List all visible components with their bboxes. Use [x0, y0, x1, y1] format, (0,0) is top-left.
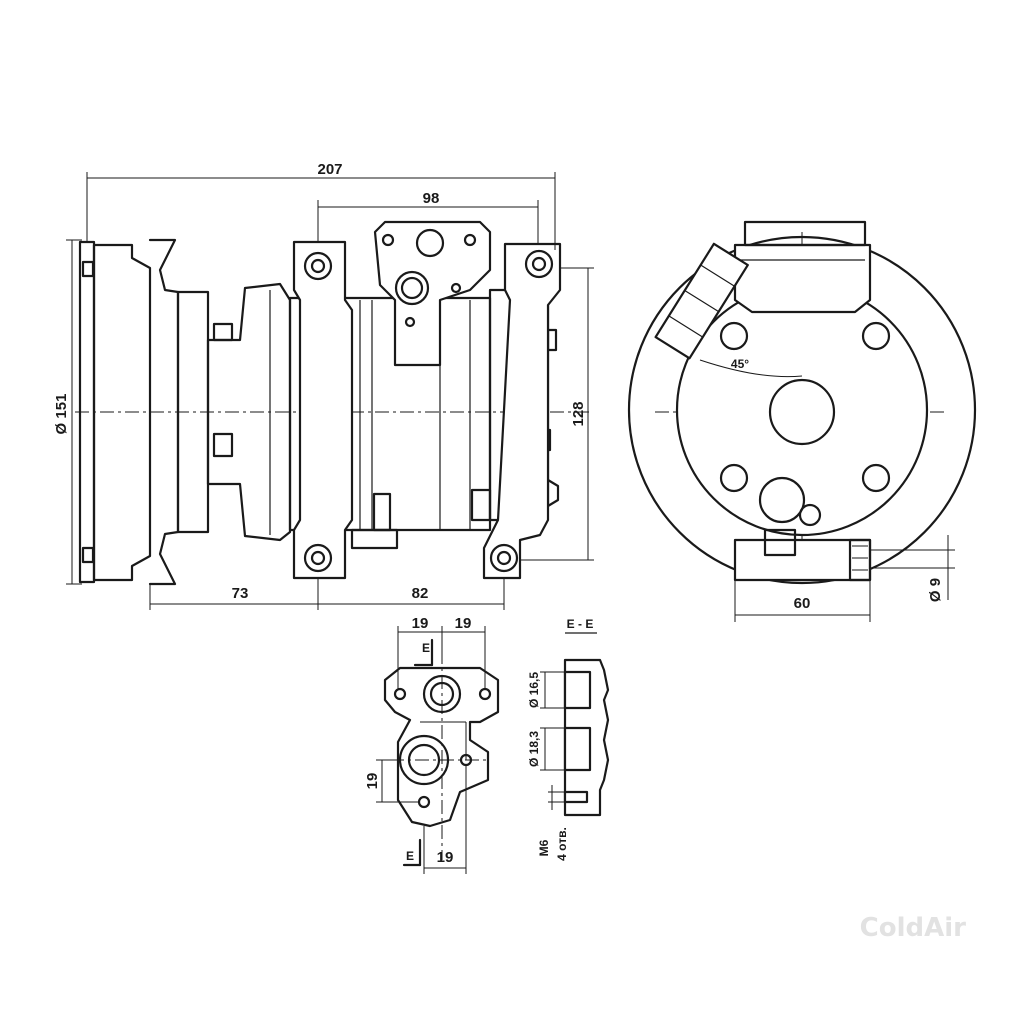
side-view: 207 98 Ø 151 128 73 82 — [53, 161, 594, 610]
bottom-bracket-hole — [848, 538, 872, 582]
dim-overall-length: 207 — [317, 161, 342, 178]
top-fitting-cap — [743, 220, 867, 247]
section-port-lower — [563, 726, 592, 772]
dim-port-lower: Ø 18,3 — [527, 731, 541, 767]
end-bolt-hole-2 — [861, 321, 891, 351]
dim-bracket-base: 82 — [412, 585, 429, 602]
front-lug-mid — [212, 432, 234, 458]
angle-arc — [699, 359, 803, 378]
dim-bottom: 19 — [437, 849, 454, 866]
dim-side: 19 — [364, 773, 381, 790]
rear-bracket — [482, 242, 562, 580]
dim-pulley-diameter: Ø 151 — [53, 394, 70, 435]
section-view: E - E Ø 16,5 Ø 18,3 M6 4 отв. — [527, 617, 610, 861]
dim-holes: 4 отв. — [555, 827, 569, 861]
front-bracket-hole-bottom — [303, 543, 333, 573]
section-mark-top: E — [422, 641, 430, 655]
section-mark-bottom: E — [406, 849, 414, 863]
front-bracket-hole-bottom-inner — [310, 550, 326, 566]
flange-port-main-inner — [400, 276, 424, 300]
section-thread — [563, 790, 589, 804]
front-bracket-hole-top — [303, 251, 333, 281]
dim-hole-diameter: Ø 9 — [927, 578, 944, 602]
bottom-boss — [350, 528, 399, 550]
dim-pulley-offset: 73 — [232, 585, 249, 602]
bottom-bracket-nut — [763, 528, 797, 557]
flange-bolt-small — [450, 282, 462, 294]
rear-tab — [470, 488, 492, 522]
top-fitting-block — [733, 243, 872, 314]
front-bracket — [292, 240, 354, 580]
rear-lug-top — [546, 328, 558, 352]
flange-detail: E E 19 19 19 19 — [364, 615, 500, 874]
flange-outline — [383, 666, 500, 828]
rear-bracket-hole-top — [524, 249, 554, 279]
rear-bracket-hole-bottom — [489, 543, 519, 573]
pulley-clip-bottom — [81, 546, 95, 564]
angled-fitting — [654, 242, 749, 360]
rear-lug-bottom — [546, 478, 560, 508]
lower-fitting-side — [798, 503, 822, 527]
section-body — [563, 658, 610, 817]
rear-bracket-hole-bottom-inner — [496, 550, 512, 566]
fitting-flange — [373, 220, 492, 367]
end-view: 45° 60 Ø 9 — [627, 220, 977, 622]
brand-watermark: ColdAir — [860, 913, 967, 943]
dim-angle: 45° — [731, 357, 749, 371]
front-bracket-hole-top-inner — [310, 258, 326, 274]
dim-thread: M6 — [537, 839, 551, 856]
flange-port-top — [415, 228, 445, 258]
flange-detail-bolt-1 — [393, 687, 407, 701]
pulley-clip-top — [81, 260, 95, 278]
end-bolt-hole-4 — [861, 463, 891, 493]
dim-top-right: 19 — [455, 615, 472, 632]
flange-bolt-left — [381, 233, 395, 247]
rear-bracket-hole-top-inner — [531, 256, 547, 272]
section-title: E - E — [567, 617, 594, 631]
dim-top-left: 19 — [412, 615, 429, 632]
pulley-outline — [627, 235, 977, 585]
dim-height: 128 — [570, 401, 587, 426]
front-lug-top — [212, 322, 234, 342]
central-hub — [768, 378, 836, 446]
end-bolt-hole-1 — [719, 321, 749, 351]
dim-end-width: 60 — [794, 595, 811, 612]
dim-port-upper: Ø 16,5 — [527, 672, 541, 708]
flange-bolt-right — [463, 233, 477, 247]
dim-bracket-spacing: 98 — [423, 190, 440, 207]
section-port-upper — [563, 670, 592, 710]
front-housing — [206, 282, 292, 542]
pulley-body — [92, 243, 152, 582]
bottom-tab — [372, 492, 392, 532]
flange-port-main — [394, 270, 430, 306]
end-bolt-hole-3 — [719, 463, 749, 493]
flange-bolt-low — [404, 316, 416, 328]
lower-fitting — [758, 476, 806, 524]
